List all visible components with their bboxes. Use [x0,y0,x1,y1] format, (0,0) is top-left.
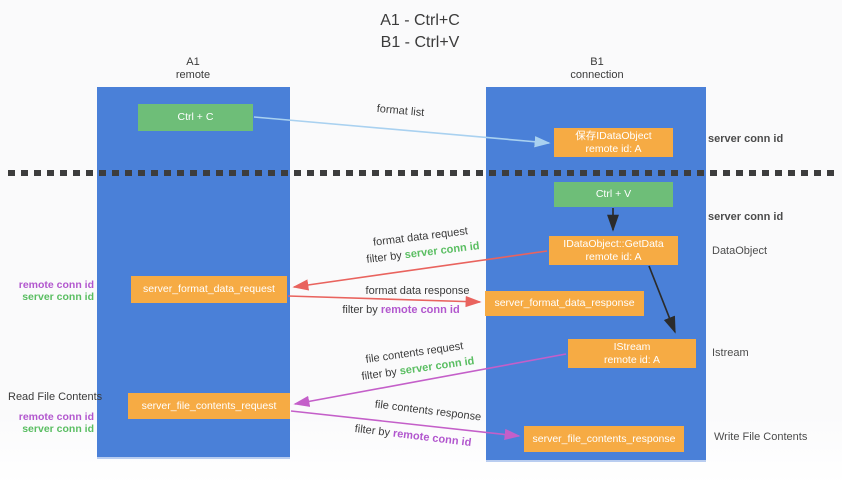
right-label-dataobject: DataObject [712,245,768,257]
node-server-format-data-response-label: server_format_data_response [494,297,635,309]
left-label-server-conn-id-2: server conn id [22,423,94,435]
left-label-read-file-contents: Read File Contents [8,391,103,403]
node-getdata-line1: IDataObject::GetData [563,237,664,250]
node-idataobject-getdata: IDataObject::GetData remote id: A [549,236,678,265]
left-label-remote-conn-id-2: remote conn id [18,411,94,423]
edge-label-file-contents-response: file contents response [374,398,482,424]
node-server-file-contents-request: server_file_contents_request [128,393,290,419]
node-istream-line1: IStream [613,340,651,353]
lane-right-name: B1 [590,56,604,68]
node-ctrl-v-label: Ctrl + V [595,188,632,200]
node-getdata-line2: remote id: A [585,250,642,263]
node-save-idataobject-line2: remote id: A [585,142,642,155]
edge-label-format-data-response: format data response [365,285,470,297]
node-server-file-contents-response-label: server_file_contents_response [532,432,676,445]
lane-right-subtitle: connection [570,69,624,81]
filter-by-text-3: filter by [360,365,401,383]
node-save-idataobject: 保存IDataObject remote id: A [554,128,673,157]
node-server-file-contents-response: server_file_contents_response [524,426,684,452]
title-line-copy: A1 - Ctrl+C [380,12,460,29]
node-istream: IStream remote id: A [568,339,696,368]
right-label-server-conn-id-mid: server conn id [708,211,784,223]
filter-by-text-1: filter by [365,249,406,266]
right-label-write-file-contents: Write File Contents [714,431,808,443]
left-ids-format: remote conn id server conn id [18,279,94,303]
left-label-remote-conn-id-1: remote conn id [18,279,94,291]
lane-header-right: B1 connection [551,56,643,82]
filter-by-text-2: filter by [342,304,381,316]
remote-conn-id-text-1: remote conn id [380,304,460,316]
node-ctrl-c: Ctrl + C [138,104,253,131]
edge-label-format-list: format list [376,102,425,120]
node-server-file-contents-request-label: server_file_contents_request [141,399,277,412]
remote-conn-id-text-2: remote conn id [392,427,472,450]
node-server-format-data-response: server_format_data_response [485,291,644,316]
node-save-idataobject-line1: 保存IDataObject [575,129,652,142]
lane-left-subtitle: remote [175,69,211,81]
left-label-server-conn-id-1: server conn id [22,291,94,303]
title-line-paste: B1 - Ctrl+V [380,34,460,51]
right-label-server-conn-id-top: server conn id [708,133,784,145]
node-ctrl-c-label: Ctrl + C [177,111,214,123]
node-server-format-data-request-label: server_format_data_request [143,283,275,295]
node-ctrl-v: Ctrl + V [554,182,673,207]
edge-label-filter-remote-1: filter by remote conn id [341,304,461,316]
lane-header-left: A1 remote [147,56,239,82]
edge-label-filter-remote-2: filter by remote conn id [353,423,474,450]
filter-by-text-4: filter by [354,422,394,440]
right-label-istream: Istream [712,347,749,359]
diagram-title: A1 - Ctrl+C B1 - Ctrl+V [330,10,510,54]
left-ids-file: remote conn id server conn id [18,411,94,435]
lane-left-name: A1 [186,56,200,68]
node-istream-line2: remote id: A [603,353,661,366]
node-server-format-data-request: server_format_data_request [131,276,287,303]
phase-divider-dotted-line [8,170,834,176]
